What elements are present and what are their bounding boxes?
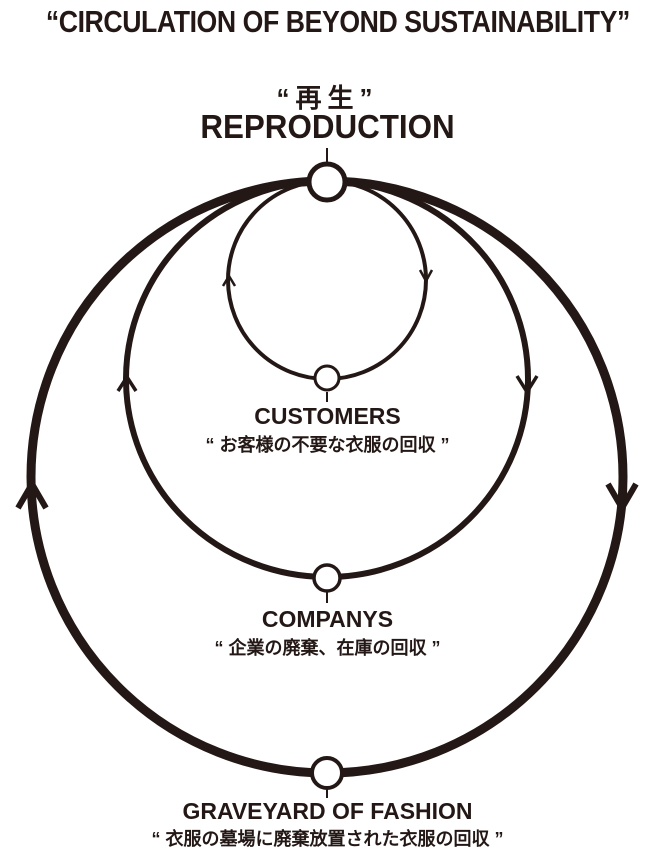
middle-arrow-left (116, 373, 138, 392)
diagram-title: “CIRCULATION OF BEYOND SUSTAINABILITY” (45, 4, 630, 39)
companys-label-en: COMPANYS (261, 606, 394, 632)
inner-arrow-right (418, 269, 434, 284)
graveyard-label-jp: “ 衣服の墓場に廃棄放置された衣服の回収 ” (151, 829, 504, 849)
inner-arrow-left (221, 273, 237, 287)
customers-label-en: CUSTOMERS (254, 403, 401, 429)
graveyard-label-en: GRAVEYARD OF FASHION (182, 798, 473, 824)
customers-label-jp: “ お客様の不要な衣服の回収 ” (205, 435, 450, 455)
reproduction-label-jp: “再生” (276, 83, 379, 113)
reproduction-label-en: REPRODUCTION (200, 108, 455, 145)
companys-label-jp: “ 企業の廃棄、在庫の回収 ” (214, 638, 441, 658)
outer-arrow-left (15, 478, 49, 510)
node-companys (312, 563, 342, 593)
node-graveyard (310, 756, 344, 790)
inner-loop (226, 179, 428, 381)
node-reproduction (306, 161, 348, 203)
outer-loop (26, 176, 628, 778)
middle-arrow-right (515, 375, 539, 396)
node-customers (313, 364, 341, 392)
outer-arrow-right (605, 482, 639, 514)
